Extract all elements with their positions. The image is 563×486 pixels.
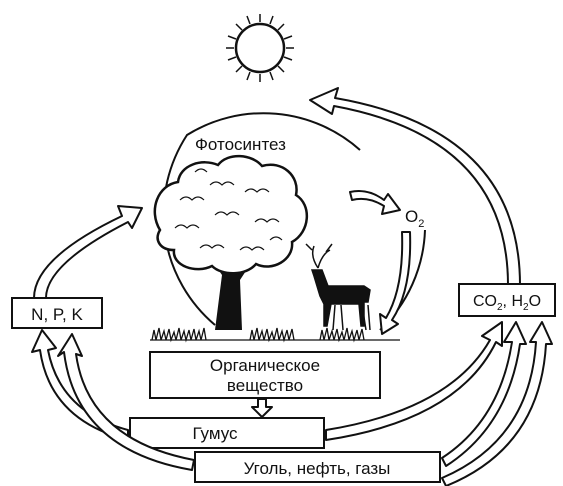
organic-matter-label-2: вещество <box>227 376 303 395</box>
organic-matter-label-1: Органическое <box>210 356 320 375</box>
fossil-fuel-label: Уголь, нефть, газы <box>244 459 391 478</box>
npk-label: N, P, K <box>31 305 83 324</box>
sun-icon <box>226 14 294 82</box>
oxygen-down-arrow <box>380 232 410 334</box>
co2-to-sun-arrow <box>310 88 520 285</box>
oxygen-label: O2 <box>405 207 424 230</box>
fossil-to-co2-arrow-1 <box>442 322 526 466</box>
deer-icon <box>306 244 370 330</box>
npk-to-tree-arrow <box>34 206 142 298</box>
photosynthesis-label: Фотосинтез <box>195 135 286 154</box>
tree-icon <box>155 156 307 330</box>
organic-to-humus-arrow <box>252 399 272 417</box>
humus-label: Гумус <box>192 424 238 443</box>
grass-icon <box>150 328 400 340</box>
oxygen-arrow <box>350 191 400 214</box>
